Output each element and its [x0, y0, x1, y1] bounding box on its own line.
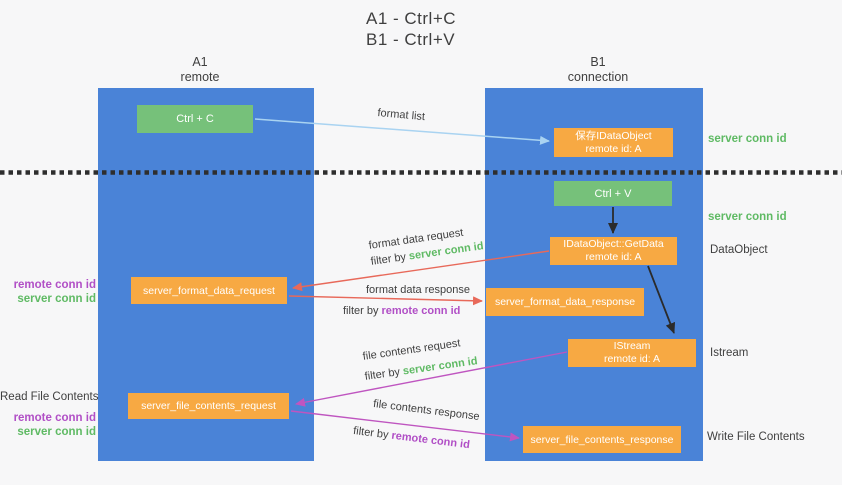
write-file-contents-label: Write File Contents: [707, 431, 805, 443]
ctrl-v-label: Ctrl + V: [594, 187, 632, 200]
server-conn-id-top-label: server conn id: [708, 133, 787, 145]
filter-by-text-1: filter by: [370, 250, 410, 268]
server-conn-id-label-1: server conn id: [17, 292, 96, 305]
server-format-data-request-label: server_format_data_request: [143, 284, 275, 297]
server-file-contents-response-box: server_file_contents_response: [523, 426, 681, 453]
dataobject-label: DataObject: [710, 244, 768, 256]
format-list-label: format list: [376, 107, 426, 124]
file-contents-response-label: file contents response: [372, 398, 481, 423]
server-conn-id-mid-label: server conn id: [708, 211, 787, 223]
read-file-contents-label: Read File Contents: [0, 391, 99, 405]
server-format-data-request-box: server_format_data_request: [131, 277, 287, 304]
left-conn-ids-1: remote conn id server conn id: [0, 279, 96, 306]
filter-by-remote-conn-id-2: filter by remote conn id: [353, 425, 471, 451]
filter-by-text-4: filter by: [352, 425, 393, 442]
title-line-1: A1 - Ctrl+C: [366, 9, 457, 28]
format-data-response-arrow: [288, 295, 483, 306]
server-format-data-response-label: server_format_data_response: [494, 296, 636, 308]
server-file-contents-request-box: server_file_contents_request: [128, 393, 289, 419]
left-conn-ids-2: remote conn id server conn id: [0, 412, 96, 439]
server-file-contents-request-label: server_file_contents_request: [141, 400, 276, 412]
diagram-title: A1 - Ctrl+C B1 - Ctrl+V: [366, 8, 456, 50]
istream-line2: remote id: A: [603, 353, 661, 365]
format-data-response-label: format data response: [366, 284, 470, 296]
save-idataobject-box: 保存IDataObject remote id: A: [554, 128, 673, 157]
remote-conn-id-label-1: remote conn id: [13, 279, 96, 291]
filter-value-2: remote conn id: [381, 305, 461, 317]
getdata-line1: IDataObject::GetData: [563, 238, 664, 250]
remote-conn-id-label-2: remote conn id: [13, 412, 96, 424]
filter-value-4: remote conn id: [390, 429, 471, 452]
server-conn-id-label-2: server conn id: [17, 425, 96, 438]
ctrl-v-box: Ctrl + V: [554, 181, 672, 206]
getdata-line2: remote id: A: [585, 251, 642, 263]
filter-by-text-3: filter by: [364, 365, 404, 383]
save-idataobject-line1: 保存IDataObject: [575, 129, 652, 142]
filter-by-text-2: filter by: [343, 305, 382, 317]
lane-b1-id: B1: [590, 55, 606, 69]
istream-box: IStream remote id: A: [568, 339, 696, 367]
filter-by-remote-conn-id-1: filter by remote conn id: [343, 305, 460, 317]
istream-side-label: Istream: [710, 347, 749, 359]
read-file-contents-text: Read File Contents: [0, 391, 99, 403]
server-file-contents-response-label: server_file_contents_response: [530, 433, 674, 446]
server-format-data-response-box: server_format_data_response: [486, 288, 644, 316]
save-idataobject-line2: remote id: A: [585, 142, 642, 155]
ctrl-c-box: Ctrl + C: [137, 105, 253, 133]
lane-b1-header: B1 connection: [489, 55, 707, 85]
idataobject-getdata-box: IDataObject::GetData remote id: A: [550, 237, 677, 265]
lane-a1-id: A1: [192, 55, 208, 69]
lane-a1-name: remote: [180, 70, 220, 84]
filter-value-3: server conn id: [402, 355, 479, 378]
lane-a1-header: A1 remote: [92, 55, 308, 85]
title-line-2: B1 - Ctrl+V: [366, 30, 456, 49]
ctrl-c-label: Ctrl + C: [176, 113, 214, 125]
lane-b1-name: connection: [567, 70, 629, 84]
istream-line1: IStream: [613, 340, 651, 352]
